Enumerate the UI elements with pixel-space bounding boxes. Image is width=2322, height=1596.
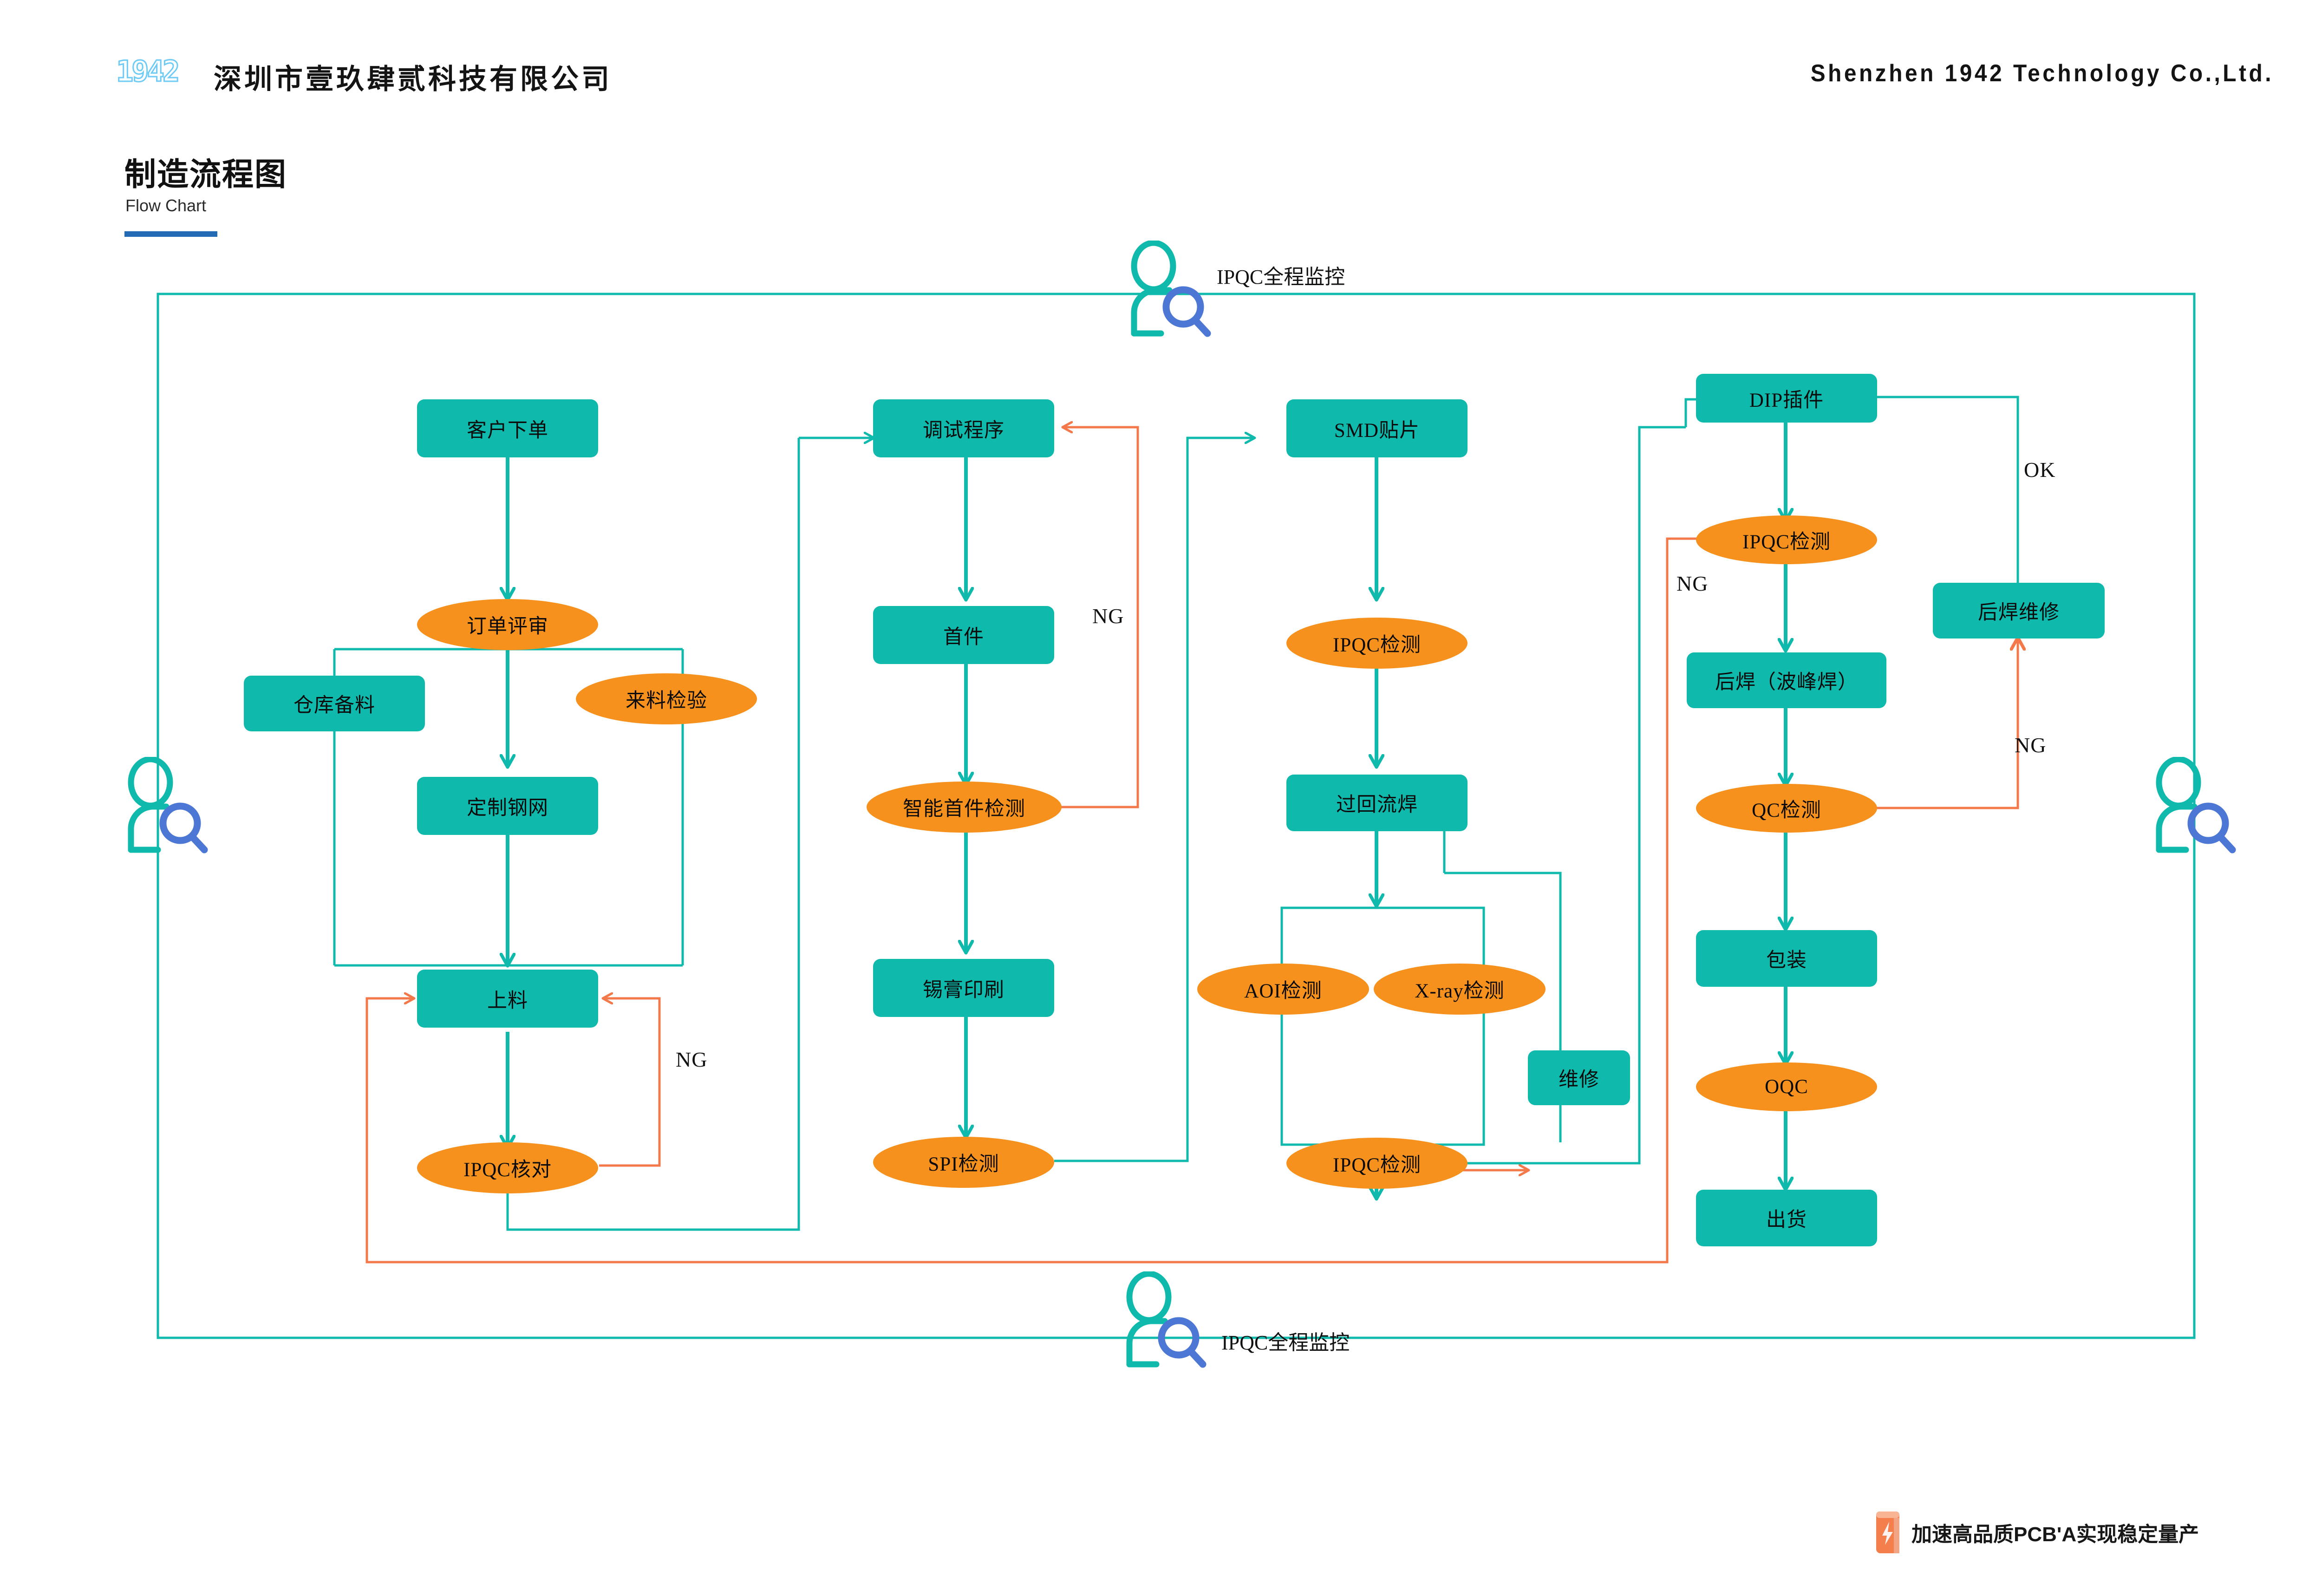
page-title: 制造流程图 xyxy=(124,157,287,192)
edge-label-ng-postsolder: NG xyxy=(2015,733,2047,757)
node-spi-inspection[interactable]: SPI检测 xyxy=(873,1137,1054,1188)
ipqc-person-icon-top xyxy=(1131,241,1211,337)
logo-text: 1942 xyxy=(116,54,181,89)
node-xray-inspection[interactable]: X-ray检测 xyxy=(1374,964,1546,1015)
ipqc-person-icon-right xyxy=(2156,757,2236,853)
node-reflow-oven[interactable]: 过回流焊 xyxy=(1286,775,1468,831)
node-solder-paste-print[interactable]: 锡膏印刷 xyxy=(873,959,1054,1017)
edge-label-ng-fai: NG xyxy=(1092,604,1124,628)
node-postsolder-repair[interactable]: 后焊维修 xyxy=(1933,583,2105,638)
ipqc-monitor-label-top: IPQC全程监控 xyxy=(1217,266,1345,288)
node-wave-solder[interactable]: 后焊（波峰焊） xyxy=(1687,652,1886,708)
page-header: 1942 深圳市壹玖肆贰科技有限公司 Shenzhen 1942 Technol… xyxy=(0,0,2322,139)
node-order-review[interactable]: 订单评审 xyxy=(417,599,598,650)
node-smd-mount[interactable]: SMD贴片 xyxy=(1286,399,1468,457)
node-dip-insertion[interactable]: DIP插件 xyxy=(1696,374,1877,423)
node-qc-inspection[interactable]: QC检测 xyxy=(1696,784,1877,833)
node-incoming-inspection[interactable]: 来料检验 xyxy=(576,673,757,724)
node-warehouse-prep[interactable]: 仓库备料 xyxy=(244,676,425,731)
node-ipqc-inspection-post[interactable]: IPQC检测 xyxy=(1286,1138,1468,1189)
company-name-en: Shenzhen 1942 Technology Co.,Ltd. xyxy=(1810,60,2274,87)
page-subtitle: Flow Chart xyxy=(125,196,207,215)
edge-label-ng-loading: NG xyxy=(676,1048,708,1071)
node-aoi-inspection[interactable]: AOI检测 xyxy=(1197,964,1369,1015)
node-shipment[interactable]: 出货 xyxy=(1696,1190,1877,1246)
node-loading[interactable]: 上料 xyxy=(417,970,598,1028)
node-repair[interactable]: 维修 xyxy=(1528,1050,1630,1105)
node-smart-fai[interactable]: 智能首件检测 xyxy=(867,782,1062,833)
node-custom-stencil[interactable]: 定制钢网 xyxy=(417,777,598,835)
node-first-article[interactable]: 首件 xyxy=(873,606,1054,664)
node-packaging[interactable]: 包装 xyxy=(1696,930,1877,987)
node-ipqc-check[interactable]: IPQC核对 xyxy=(417,1142,598,1193)
ipqc-monitor-label-bottom: IPQC全程监控 xyxy=(1221,1331,1350,1354)
node-ipqc-inspection-smd[interactable]: IPQC检测 xyxy=(1286,618,1468,669)
footer-badge-text: 加速高品质PCB'A实现稳定量产 xyxy=(1911,1523,2199,1546)
node-ipqc-inspection-dip[interactable]: IPQC检测 xyxy=(1696,515,1877,564)
edge-label-ng-dip: NG xyxy=(1676,572,1709,595)
lightning-bolt-icon xyxy=(1876,1511,1899,1553)
node-debug-program[interactable]: 调试程序 xyxy=(873,399,1054,457)
ipqc-person-icon-bottom xyxy=(1126,1271,1207,1368)
company-name-cn: 深圳市壹玖肆贰科技有限公司 xyxy=(214,64,612,95)
node-customer-order[interactable]: 客户下单 xyxy=(417,399,598,457)
edge-label-ok-dip: OK xyxy=(2024,458,2056,482)
node-oqc[interactable]: OQC xyxy=(1696,1062,1877,1111)
footer-badge: 加速高品质PCB'A实现稳定量产 xyxy=(1876,1511,2199,1553)
title-underline xyxy=(124,231,217,237)
ipqc-person-icon-left xyxy=(128,757,208,853)
company-logo: 1942 xyxy=(116,50,209,97)
